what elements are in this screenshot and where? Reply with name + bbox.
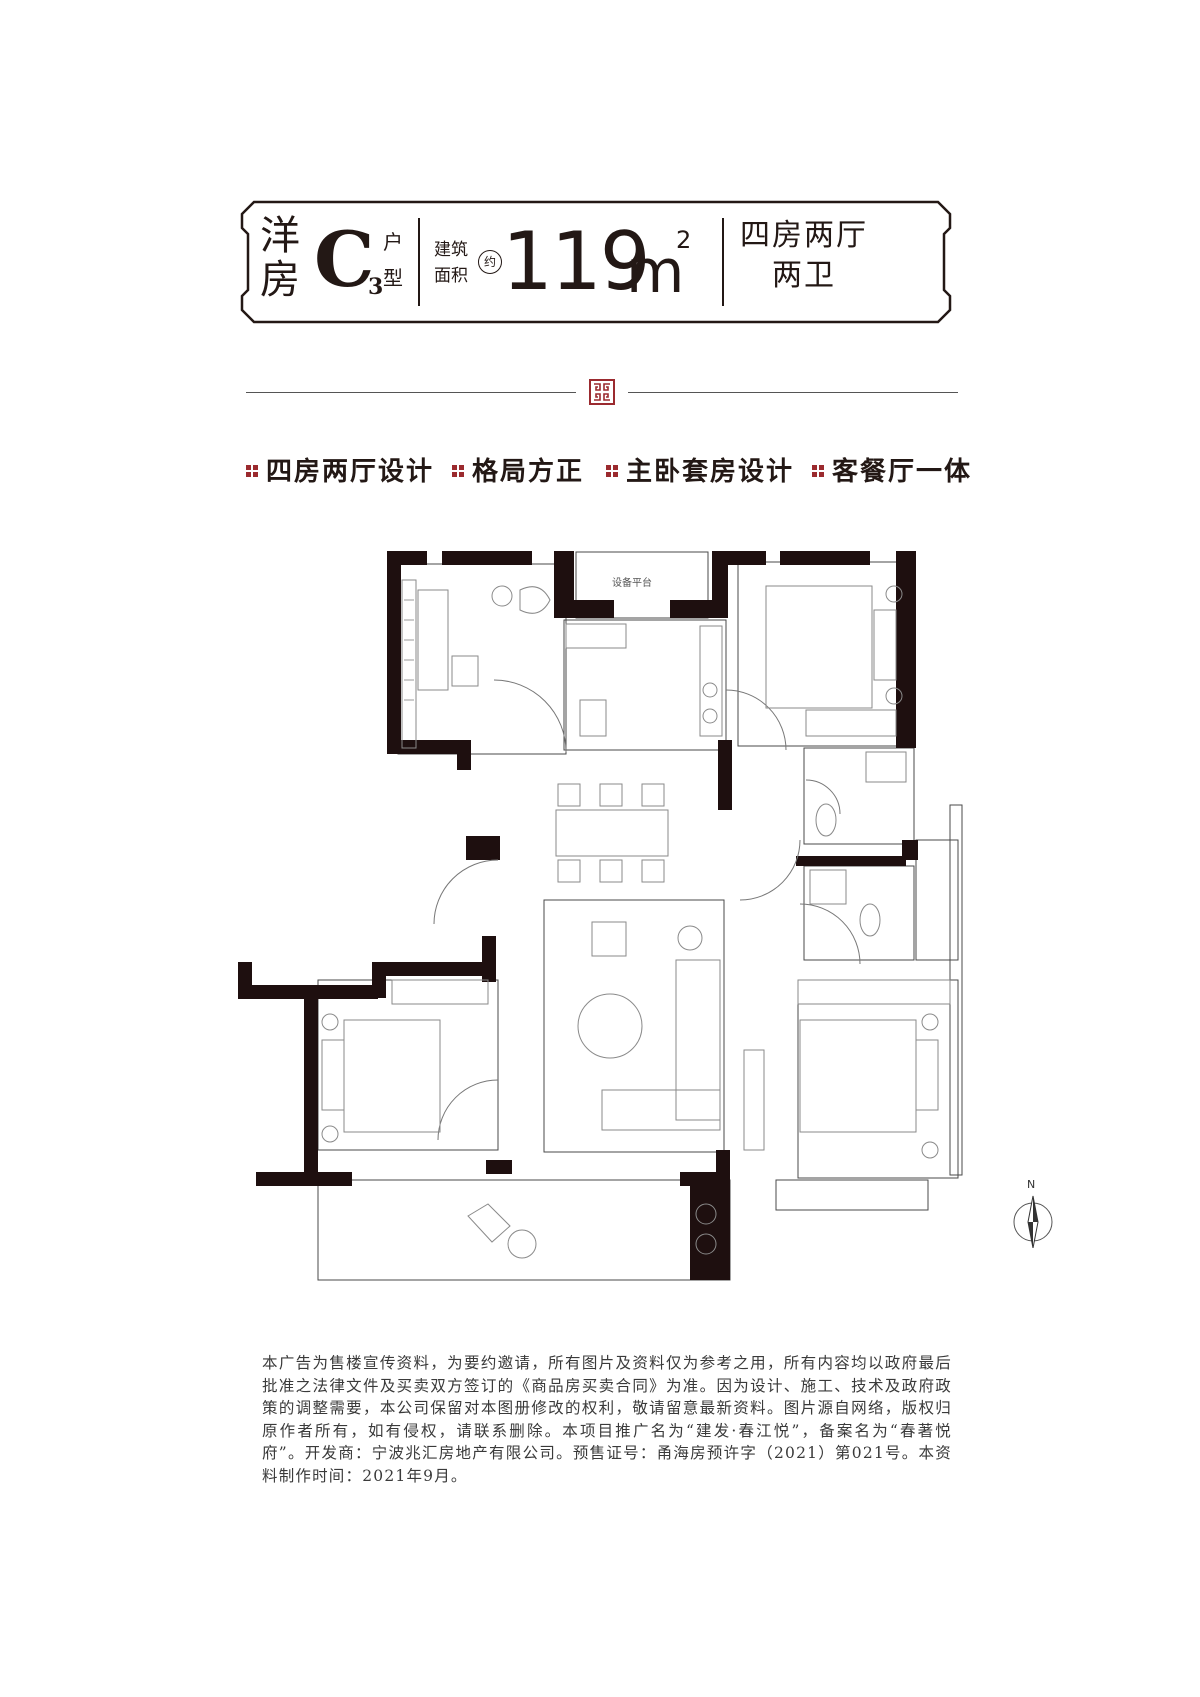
- feature-label: 客餐厅一体: [832, 457, 973, 487]
- approx-badge: 约: [478, 250, 502, 274]
- compass-north-label: N: [1027, 1178, 1036, 1191]
- layout-line2: 两卫: [772, 258, 836, 293]
- bullet-icon: [606, 465, 618, 477]
- area-value: 119: [502, 215, 651, 308]
- divider-line-right: [628, 392, 958, 393]
- compass-icon: [1013, 1195, 1053, 1248]
- feature-item: 格局方正: [452, 454, 584, 490]
- separator-right: [722, 218, 724, 306]
- fret-seal-icon: [589, 379, 615, 405]
- bullet-icon: [246, 465, 258, 477]
- type-label-bottom: 房: [260, 257, 300, 303]
- hu-char: 户: [383, 230, 403, 254]
- feature-item: 四房两厅设计: [246, 454, 434, 490]
- unit-letter: C: [314, 215, 375, 304]
- area-unit-superscript: 2: [676, 226, 692, 254]
- type-label-top: 洋: [260, 213, 300, 259]
- bullet-icon: [452, 465, 464, 477]
- equipment-platform-label: 设备平台: [612, 578, 652, 589]
- area-unit: m: [626, 237, 685, 307]
- feature-label: 主卧套房设计: [626, 457, 795, 487]
- feature-item: 客餐厅一体: [812, 454, 972, 490]
- bullet-icon: [812, 465, 824, 477]
- layout-line1: 四房两厅: [740, 218, 868, 253]
- feature-label: 格局方正: [472, 457, 585, 487]
- frame-border: [240, 200, 952, 324]
- separator-left: [418, 218, 420, 306]
- xing-char: 型: [383, 266, 403, 290]
- unit-number: 3: [368, 274, 384, 300]
- feature-list: 四房两厅设计 格局方正 主卧套房设计 客餐厅一体: [0, 454, 1200, 490]
- area-label-line1: 建筑: [434, 240, 468, 260]
- feature-item: 主卧套房设计: [606, 454, 794, 490]
- area-label-line2: 面积: [434, 266, 468, 286]
- disclaimer-text: 本广告为售楼宣传资料，为要约邀请，所有图片及资料仅为参考之用，所有内容均以政府最…: [262, 1354, 952, 1485]
- divider-line-left: [246, 392, 576, 393]
- feature-label: 四房两厅设计: [266, 457, 435, 487]
- title-frame: 洋 房 C 3 户 型 建筑 面积 约 119 m 2 四房两厅 两卫: [240, 200, 952, 324]
